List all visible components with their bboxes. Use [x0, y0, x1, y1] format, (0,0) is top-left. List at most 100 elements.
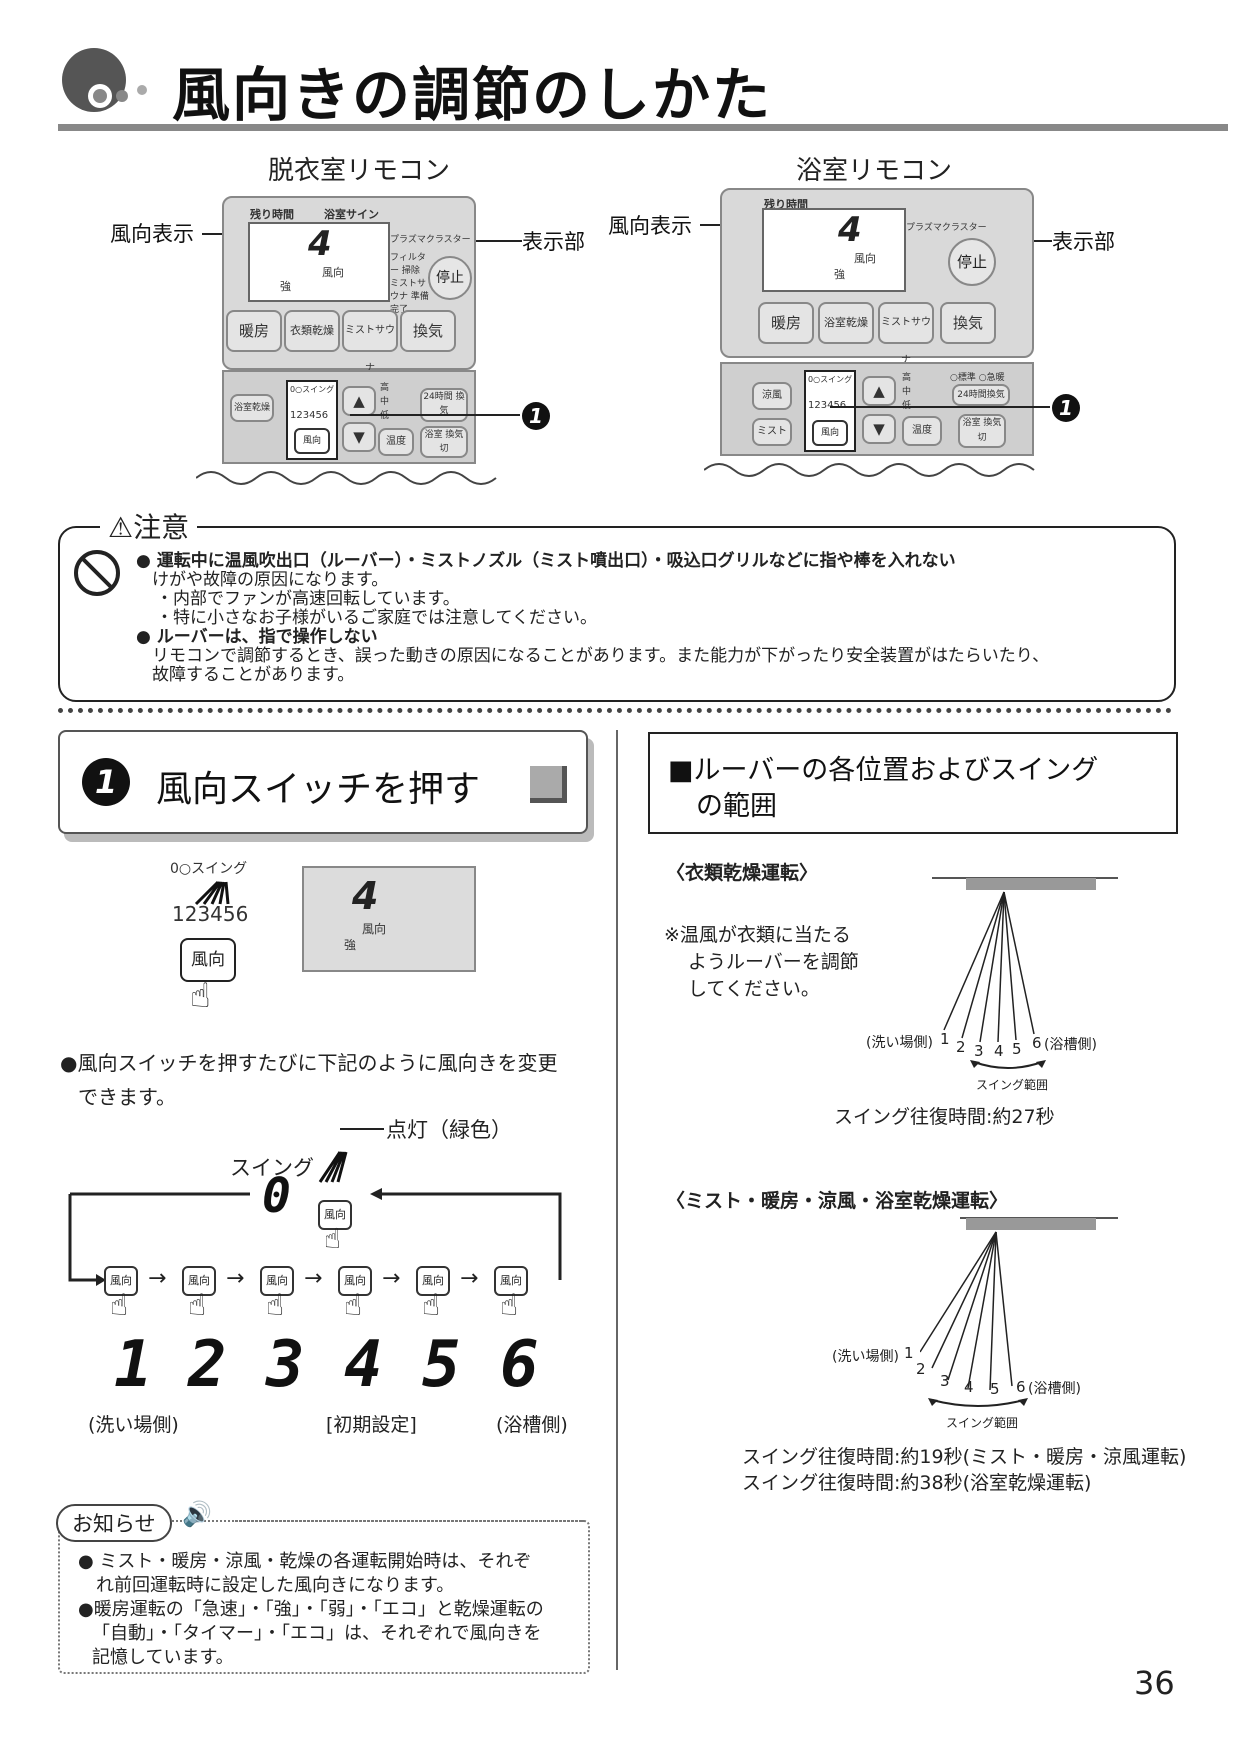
louver-time2b: スイング往復時間:約38秒(浴室乾燥運転) [742, 1472, 1092, 1494]
seq-digit-6: 6 [500, 1328, 539, 1402]
left-heat-button[interactable]: 暖房 [226, 310, 282, 352]
caution-item-1-head: ● 運転中に温風吹出口（ルーバー）・ミストノズル（ミスト噴出口）・吸込口グリルな… [136, 551, 956, 571]
seq-button-3[interactable]: 風向 [260, 1266, 294, 1296]
prohibited-icon [72, 548, 122, 598]
right-lcd-digit: 4 [838, 210, 862, 250]
right-bath-off-button[interactable]: 浴室 換気切 [958, 414, 1006, 448]
louver-note1: ※温風が衣類に当たる ようルーバーを調節 してください。 [664, 922, 859, 1003]
notice-line-5: 記憶しています。 [92, 1647, 234, 1668]
right-level-mid: 中 [902, 387, 912, 397]
right-timer-button[interactable]: 24時間換気 [952, 384, 1010, 406]
step1-swing-label: 0○スイング [170, 861, 248, 877]
louver2-pos-2: 2 [916, 1360, 926, 1378]
right-stop-button[interactable]: 停止 [948, 238, 996, 286]
right-up-button[interactable]: ▲ [862, 376, 896, 406]
seq-label-tub: (浴槽側) [496, 1414, 568, 1436]
louver-sec2: 〈ミスト・暖房・涼風・浴室乾燥運転〉 [666, 1190, 1009, 1212]
right-mist-button[interactable]: ミストサウナ [878, 302, 934, 366]
left-down-button[interactable]: ▼ [342, 422, 376, 452]
seq-button-4[interactable]: 風向 [338, 1266, 372, 1296]
seq-label-wash: (洗い場側) [88, 1414, 179, 1436]
left-display-label: 表示部 [522, 230, 585, 254]
right-marker-leader [830, 406, 1050, 408]
left-lcd-sub2: 強 [280, 280, 291, 293]
seq-button-5[interactable]: 風向 [416, 1266, 450, 1296]
louver-sec1: 〈衣類乾燥運転〉 [666, 862, 819, 884]
seq-digit-5: 5 [422, 1328, 461, 1402]
left-timer-button[interactable]: 24時間 換気 [420, 388, 468, 422]
seq-hand-icon-6: ☝ [500, 1288, 519, 1323]
left-remote-lower: 浴室乾燥 0○スイング 123456 風向 ▲ ▼ 高 中 低 温度 24時間 … [222, 370, 476, 464]
louver1-right-label: (浴槽側) [1044, 1037, 1097, 1053]
left-stop-button[interactable]: 停止 [428, 256, 472, 300]
louver2-pos-6: 6 [1016, 1378, 1026, 1396]
seq-arrow-1: → [148, 1266, 167, 1291]
left-swing-label: 0○スイング [290, 385, 335, 394]
left-dry-button[interactable]: 衣類乾燥 [284, 310, 340, 352]
left-vent-button[interactable]: 換気 [400, 310, 456, 352]
left-marker-leader [350, 414, 520, 416]
seq-digit-1: 1 [114, 1328, 153, 1402]
seq-label-default: [初期設定] [326, 1414, 417, 1436]
left-lcd-sub1: 風向 [322, 266, 344, 279]
right-temp-button[interactable]: 温度 [902, 416, 942, 446]
seq-hand-icon-5: ☝ [422, 1288, 441, 1323]
seq-hand-icon-4: ☝ [344, 1288, 363, 1323]
left-bath-sign-label: 浴室サイン [324, 208, 379, 221]
step1-desc: ●風向スイッチを押すたびに下記のように風向きを変更 できます。 [60, 1046, 600, 1114]
louver1-pos-4: 4 [994, 1042, 1004, 1060]
swing-seq-label: スイング [230, 1156, 314, 1180]
warning-icon: ⚠ [108, 511, 134, 544]
seq-row: 風向 ☝ → 風向 ☝ → 風向 ☝ → 風向 ☝ → 風向 ☝ → 風向 ☝ [104, 1266, 554, 1386]
seq-digit-2: 2 [188, 1328, 227, 1402]
right-down-button[interactable]: ▼ [862, 414, 896, 444]
step1-hand-icon: ☝ [190, 976, 211, 1016]
louver-note1-line2: ようルーバーを調節 [688, 951, 859, 973]
louver1-pos-6: 6 [1032, 1034, 1042, 1052]
left-mist-button[interactable]: ミストサウナ [342, 310, 398, 374]
right-lcd-sub2: 強 [834, 268, 845, 281]
lit-leader [340, 1128, 384, 1130]
louver1-range-label: スイング範囲 [976, 1078, 1049, 1092]
louver2-pos-4: 4 [964, 1378, 974, 1396]
left-swing-box: 0○スイング 123456 風向 [286, 380, 338, 460]
step1-wind-button[interactable]: 風向 [180, 938, 236, 982]
right-lcd-sub1: 風向 [854, 252, 876, 265]
page-title: 風向きの調節のしかた [172, 61, 773, 129]
right-vent-button[interactable]: 換気 [940, 302, 996, 344]
step1-square-icon [530, 766, 567, 803]
step1-box: 1 風向スイッチを押す [58, 730, 588, 834]
right-mist-small-button[interactable]: ミスト [752, 418, 792, 446]
right-swing-digits: 123456 [808, 400, 847, 411]
right-wind-button[interactable]: 風向 [812, 420, 848, 446]
right-cool-button[interactable]: 涼風 [752, 382, 792, 410]
caution-item-2-line-2: 故障することがあります。 [152, 665, 355, 685]
seq-button-1[interactable]: 風向 [104, 1266, 138, 1296]
lit-label: 点灯（緑色） [386, 1118, 512, 1142]
left-bath-off-button[interactable]: 浴室 換気切 [420, 426, 468, 458]
right-wave [703, 452, 1044, 488]
speaker-icon: 🔊 [182, 1500, 212, 1528]
right-wind-label: 風向表示 [608, 214, 692, 238]
seq-top-button[interactable]: 風向 [318, 1200, 352, 1230]
left-level-mid: 中 [380, 397, 390, 407]
right-level-high: 高 [902, 373, 912, 383]
seq-top-hand-icon: ☝ [324, 1222, 342, 1255]
notice-line-2: れ前回運転時に設定した風向きになります。 [96, 1575, 455, 1596]
step1-swing-illustration: 0○スイング 123456 風向 ☝ [168, 858, 268, 1016]
left-temp-button[interactable]: 温度 [378, 428, 414, 456]
left-display-leader [470, 240, 522, 242]
seq-digit-4: 4 [344, 1328, 383, 1402]
seq-arrow-3: → [304, 1266, 323, 1291]
seq-button-2[interactable]: 風向 [182, 1266, 216, 1296]
louver2-pos-5: 5 [990, 1380, 1000, 1398]
left-up-button[interactable]: ▲ [342, 386, 376, 416]
left-wind-button[interactable]: 風向 [294, 428, 330, 454]
seq-button-6[interactable]: 風向 [494, 1266, 528, 1296]
left-remote-title: 脱衣室リモコン [268, 156, 451, 186]
right-heat-button[interactable]: 暖房 [758, 302, 814, 344]
left-bath-dry-button[interactable]: 浴室乾燥 [230, 394, 274, 422]
caution-box [58, 526, 1176, 702]
step1-swing-digits: 123456 [172, 902, 249, 926]
right-bath-dry-button[interactable]: 浴室乾燥 [818, 302, 874, 344]
